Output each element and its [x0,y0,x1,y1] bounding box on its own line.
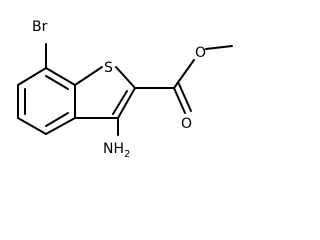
bond-c7-c6 [17,67,47,86]
bond-c7a-c7 [45,67,76,86]
bond-o-methyl [205,45,233,50]
bond-c5-c4 [17,117,47,135]
bond-c7a-c7-inner [45,75,69,90]
bond-carbonyl-o-ester [173,59,195,89]
bond-carbonyl-o-double-1 [173,87,186,114]
structure-canvas: Br S O O NH2 [17,19,233,160]
bond-c4-c3a [45,117,76,135]
ester-oxygen-label: O [195,45,206,61]
amine-label: NH2 [103,141,130,160]
bromine-label: Br [32,19,48,35]
amine-nh-text: NH [103,141,124,157]
bond-c2-c3-inner [112,90,128,115]
molecule-structure: Br S O O NH2 [17,19,233,160]
bond-s-c2 [115,66,136,89]
sulfur-label: S [104,60,113,76]
bond-c2-c3 [117,87,136,119]
carbonyl-oxygen-label: O [181,116,192,132]
bond-c4-c3a-inner [45,112,69,127]
amine-subscript-text: 2 [124,149,130,160]
bond-c7a-s [74,66,103,86]
bond-carbonyl-o-double-2 [178,83,192,112]
